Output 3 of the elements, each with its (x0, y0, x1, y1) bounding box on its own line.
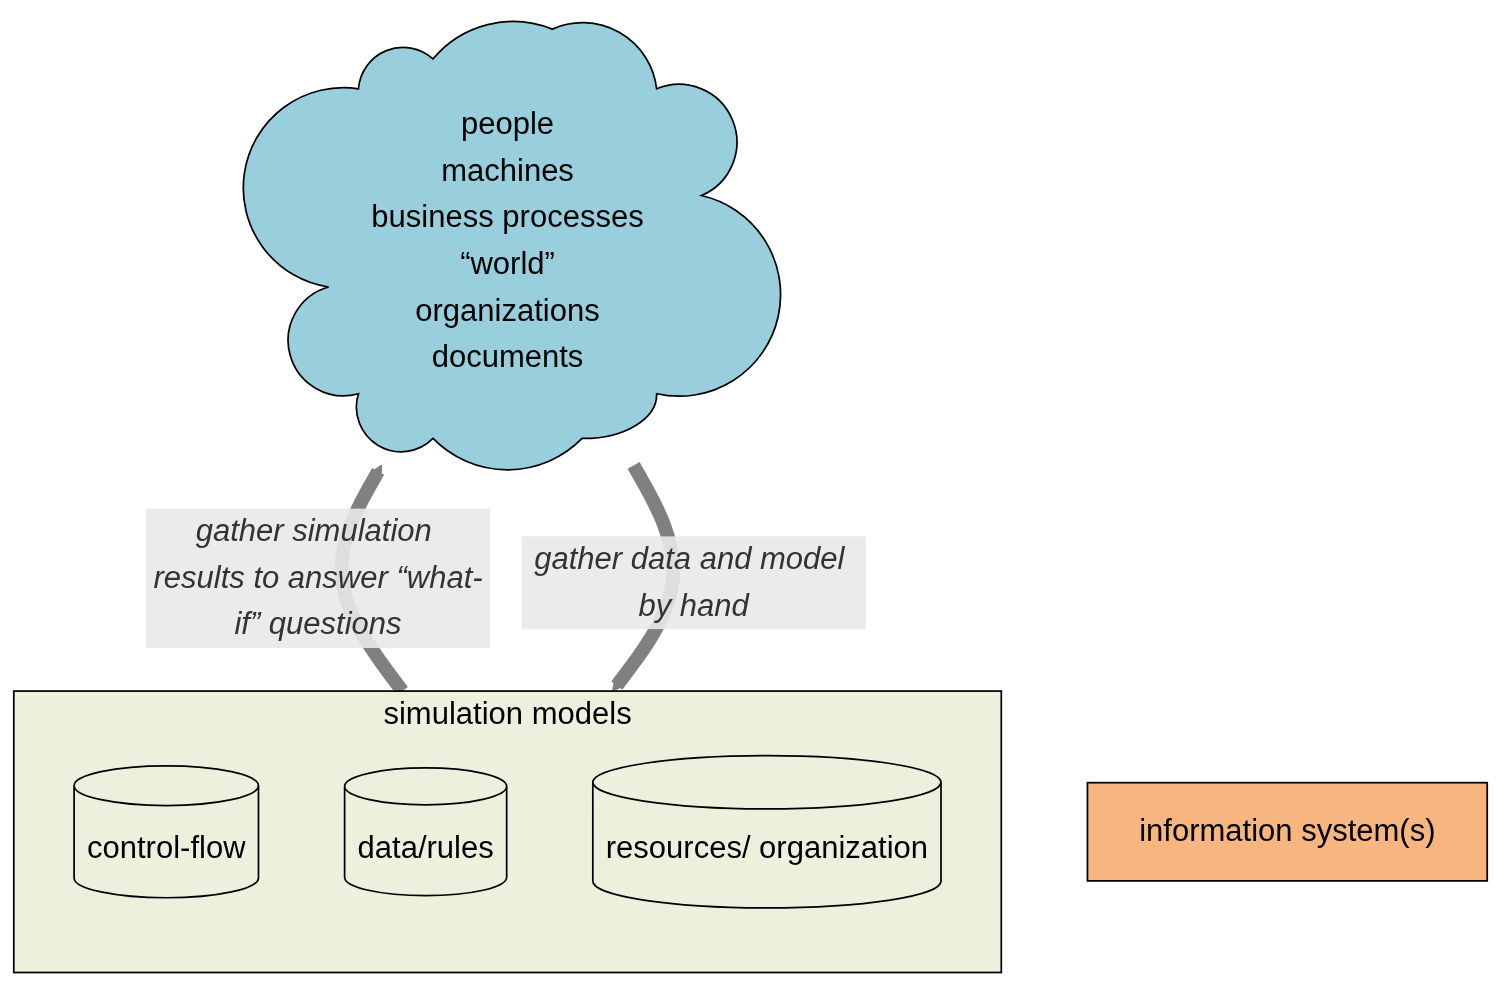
edge-label: gather data and model by hand (534, 541, 845, 623)
node-box: information system(s) (1086, 781, 1489, 882)
edge-label: gather simulation results to answer “what-if” questions (153, 513, 483, 642)
